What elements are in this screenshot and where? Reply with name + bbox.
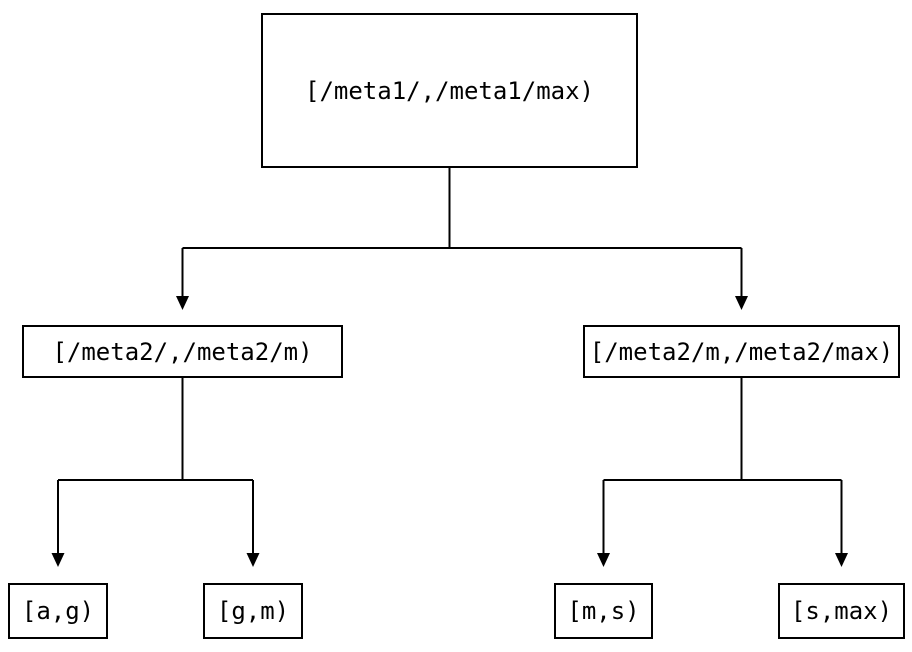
edge-right-child-to-leaves (597, 378, 848, 567)
arrowhead-down-icon (597, 553, 610, 567)
node-leaf-gm: [g,m) (203, 583, 303, 639)
node-leaf-smax: [s,max) (778, 583, 905, 639)
node-child-right: [/meta2/m,/meta2/max) (583, 325, 900, 378)
arrowhead-down-icon (735, 296, 748, 310)
node-child-left: [/meta2/,/meta2/m) (22, 325, 343, 378)
node-leaf-ag-label: [a,g) (21, 597, 95, 625)
node-leaf-smax-label: [s,max) (790, 597, 893, 625)
arrowhead-down-icon (176, 296, 189, 310)
node-child-right-label: [/meta2/m,/meta2/max) (589, 337, 894, 366)
edge-left-child-to-leaves (51, 378, 260, 567)
arrowhead-down-icon (51, 553, 65, 567)
arrowhead-down-icon (246, 553, 260, 567)
edge-root-to-children (176, 168, 748, 310)
node-root-label: [/meta1/,/meta1/max) (305, 76, 594, 105)
node-leaf-ms-label: [m,s) (567, 597, 640, 625)
node-leaf-ag: [a,g) (8, 583, 108, 639)
arrowhead-down-icon (835, 553, 848, 567)
node-root: [/meta1/,/meta1/max) (261, 13, 638, 168)
node-child-left-label: [/meta2/,/meta2/m) (52, 337, 313, 366)
node-leaf-ms: [m,s) (554, 583, 653, 639)
node-leaf-gm-label: [g,m) (216, 597, 290, 625)
